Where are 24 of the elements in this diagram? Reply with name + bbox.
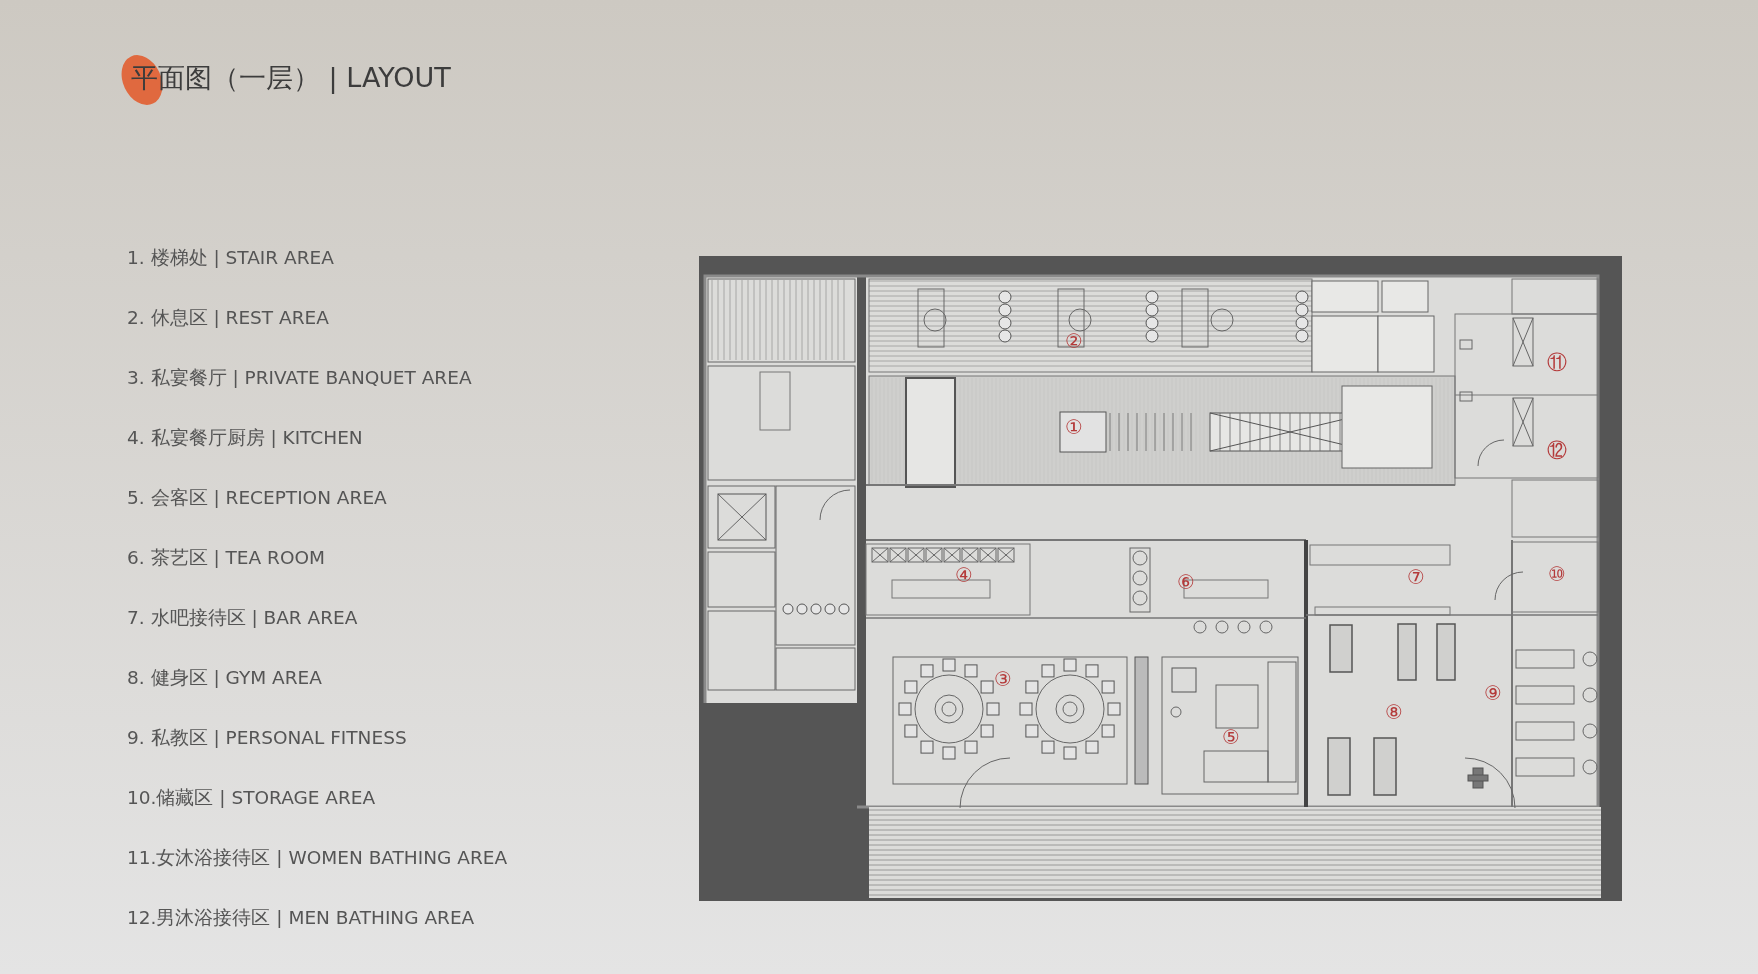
legend-item: 3. 私宴餐厅 | PRIVATE BANQUET AREA [127, 366, 472, 390]
legend-item: 6. 茶艺区 | TEA ROOM [127, 546, 325, 570]
callout-number: ② [1065, 331, 1083, 351]
legend-item: 10.储藏区 | STORAGE AREA [127, 786, 376, 810]
callout-number: ⑧ [1385, 702, 1403, 722]
legend-item: 5. 会客区 | RECEPTION AREA [127, 486, 387, 510]
legend-item: 9. 私教区 | PERSONAL FITNESS [127, 726, 407, 750]
callout-number: ⑥ [1177, 572, 1195, 592]
legend-item: 4. 私宴餐厅厨房 | KITCHEN [127, 426, 363, 450]
legend-item: 12.男沐浴接待区 | MEN BATHING AREA [127, 906, 475, 930]
callout-number: ⑤ [1222, 727, 1240, 747]
legend-item: 1. 楼梯处 | STAIR AREA [127, 246, 334, 270]
legend-item: 2. 休息区 | REST AREA [127, 306, 329, 330]
callout-number: ⑫ [1547, 440, 1567, 460]
callout-number: ③ [994, 669, 1012, 689]
callout-number: ⑨ [1484, 683, 1502, 703]
callout-number: ④ [955, 565, 973, 585]
callout-number: ⑪ [1547, 352, 1567, 372]
callout-number: ⑩ [1548, 564, 1566, 584]
legend-item: 11.女沐浴接待区 | WOMEN BATHING AREA [127, 846, 508, 870]
callout-number: ⑦ [1407, 567, 1425, 587]
legend-item: 8. 健身区 | GYM AREA [127, 666, 322, 690]
callout-number: ① [1065, 417, 1083, 437]
legend-item: 7. 水吧接待区 | BAR AREA [127, 606, 358, 630]
